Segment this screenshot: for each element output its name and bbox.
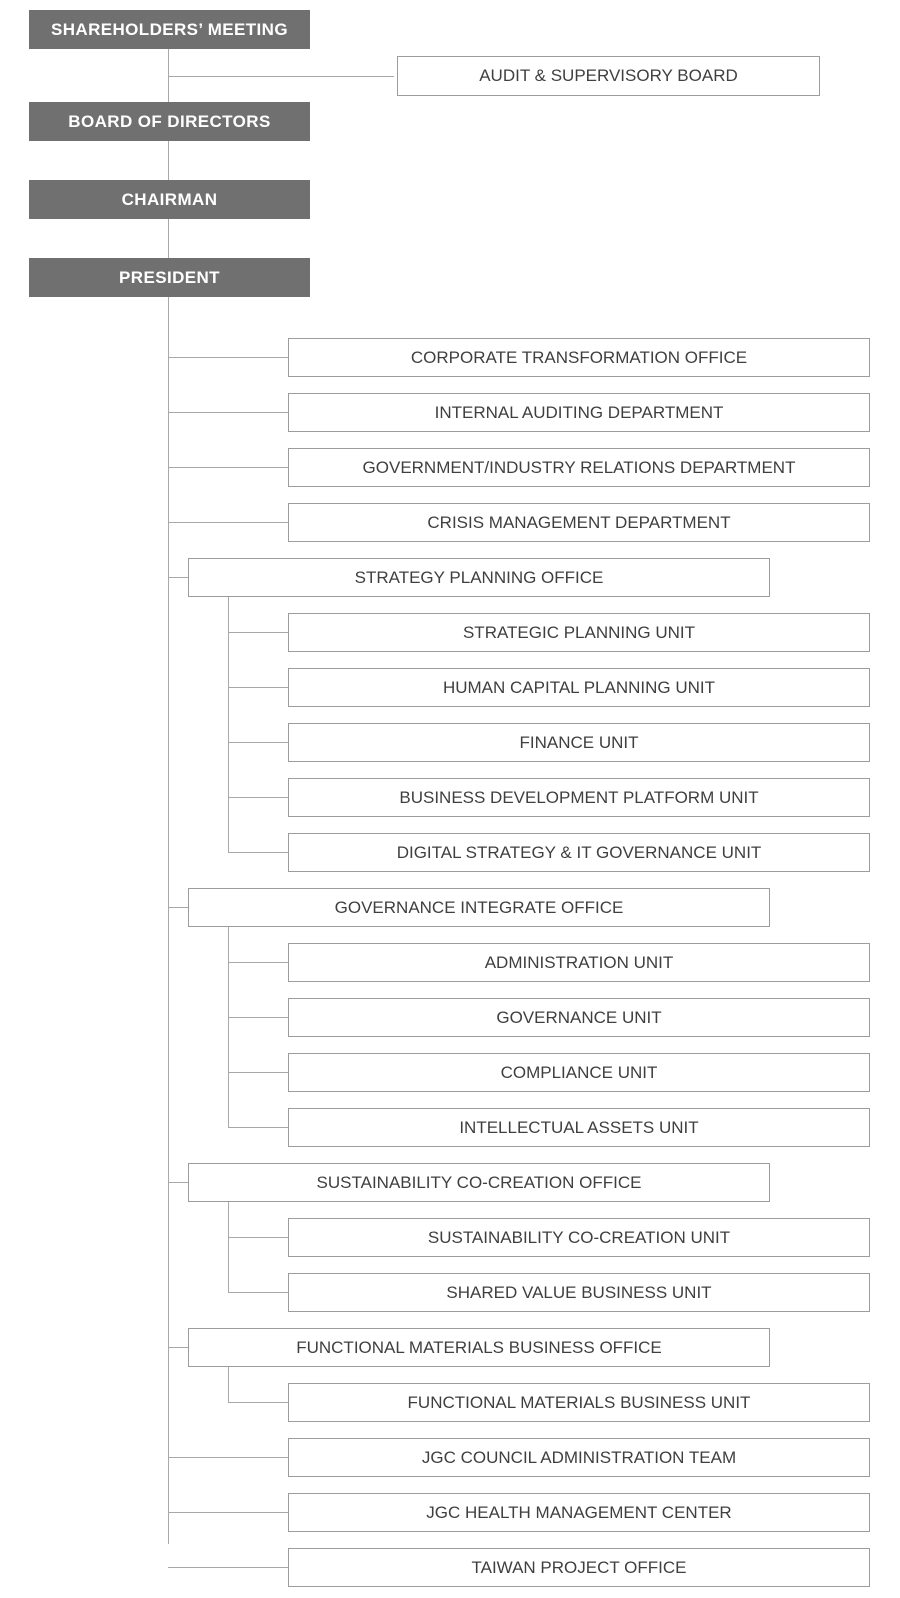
connector-strategy-unit [228, 687, 288, 688]
sustainability-branch-line [228, 1201, 229, 1292]
finance-unit-box: FINANCE UNIT [288, 723, 870, 762]
president-box: PRESIDENT [29, 258, 310, 297]
connector-sustainability-unit [228, 1237, 288, 1238]
chairman-box: CHAIRMAN [29, 180, 310, 219]
connector-strategy-unit [228, 797, 288, 798]
connector-health [168, 1512, 288, 1513]
connector-governance-unit [228, 1017, 288, 1018]
connector-sustainability-office [168, 1182, 188, 1183]
internal-auditing-department-box: INTERNAL AUDITING DEPARTMENT [288, 393, 870, 432]
government-industry-relations-box: GOVERNMENT/INDUSTRY RELATIONS DEPARTMENT [288, 448, 870, 487]
intellectual-assets-unit-box: INTELLECTUAL ASSETS UNIT [288, 1108, 870, 1147]
connector-corporate-transformation [168, 357, 288, 358]
jgc-health-management-center-box: JGC HEALTH MANAGEMENT CENTER [288, 1493, 870, 1532]
sustainability-co-creation-office-box: SUSTAINABILITY CO-CREATION OFFICE [188, 1163, 770, 1202]
functional-materials-business-office-box: FUNCTIONAL MATERIALS BUSINESS OFFICE [188, 1328, 770, 1367]
governance-integrate-office-box: GOVERNANCE INTEGRATE OFFICE [188, 888, 770, 927]
corporate-transformation-office-box: CORPORATE TRANSFORMATION OFFICE [288, 338, 870, 377]
connector-council [168, 1457, 288, 1458]
functional-branch-line [228, 1366, 229, 1402]
connector-strategy-unit [228, 852, 288, 853]
connector-strategy-unit [228, 742, 288, 743]
board-of-directors-box: BOARD OF DIRECTORS [29, 102, 310, 141]
connector-strategy-unit [228, 632, 288, 633]
governance-unit-box: GOVERNANCE UNIT [288, 998, 870, 1037]
connector-governance-unit [228, 1127, 288, 1128]
compliance-unit-box: COMPLIANCE UNIT [288, 1053, 870, 1092]
audit-board-connector [168, 76, 394, 77]
connector-governance-office [168, 907, 188, 908]
main-spine-line [168, 48, 169, 1544]
strategy-branch-line [228, 596, 229, 852]
connector-gov-industry [168, 467, 288, 468]
connector-crisis [168, 522, 288, 523]
sustainability-co-creation-unit-box: SUSTAINABILITY CO-CREATION UNIT [288, 1218, 870, 1257]
strategy-planning-office-box: STRATEGY PLANNING OFFICE [188, 558, 770, 597]
strategic-planning-unit-box: STRATEGIC PLANNING UNIT [288, 613, 870, 652]
shared-value-business-unit-box: SHARED VALUE BUSINESS UNIT [288, 1273, 870, 1312]
functional-materials-business-unit-box: FUNCTIONAL MATERIALS BUSINESS UNIT [288, 1383, 870, 1422]
human-capital-planning-unit-box: HUMAN CAPITAL PLANNING UNIT [288, 668, 870, 707]
administration-unit-box: ADMINISTRATION UNIT [288, 943, 870, 982]
business-development-platform-unit-box: BUSINESS DEVELOPMENT PLATFORM UNIT [288, 778, 870, 817]
jgc-council-administration-team-box: JGC COUNCIL ADMINISTRATION TEAM [288, 1438, 870, 1477]
shareholders-meeting-box: SHAREHOLDERS’ MEETING [29, 10, 310, 49]
connector-functional-unit [228, 1402, 288, 1403]
digital-strategy-it-governance-unit-box: DIGITAL STRATEGY & IT GOVERNANCE UNIT [288, 833, 870, 872]
taiwan-project-office-box: TAIWAN PROJECT OFFICE [288, 1548, 870, 1587]
audit-supervisory-board-box: AUDIT & SUPERVISORY BOARD [397, 56, 820, 96]
connector-taiwan [168, 1567, 288, 1568]
connector-functional-office [168, 1347, 188, 1348]
connector-internal-auditing [168, 412, 288, 413]
connector-strategy-office [168, 577, 188, 578]
governance-branch-line [228, 926, 229, 1127]
crisis-management-department-box: CRISIS MANAGEMENT DEPARTMENT [288, 503, 870, 542]
connector-governance-unit [228, 1072, 288, 1073]
connector-sustainability-unit [228, 1292, 288, 1293]
connector-governance-unit [228, 962, 288, 963]
